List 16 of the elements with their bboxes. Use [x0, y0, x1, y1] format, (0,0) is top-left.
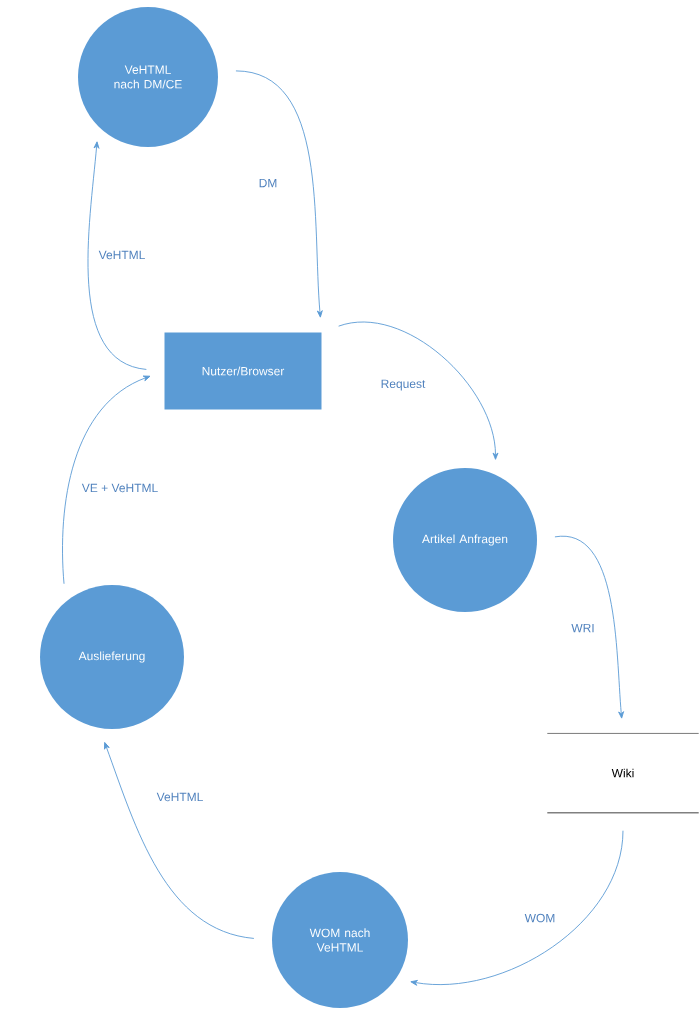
edge-label: VE + VeHTML — [79, 481, 161, 495]
edge-label: WRI — [569, 621, 597, 635]
arrow — [554, 536, 625, 719]
arrow — [104, 741, 255, 939]
data-store: Wiki — [546, 732, 699, 814]
edge-label: DM — [256, 176, 280, 190]
arrow — [62, 375, 151, 585]
arrow — [87, 141, 147, 370]
arrow — [235, 70, 323, 318]
edge-label: VeHTML — [154, 790, 206, 804]
edge-label: Request — [378, 377, 428, 393]
process-box: Nutzer/Browser — [164, 332, 322, 410]
arrow — [338, 321, 499, 460]
arrow — [410, 830, 624, 986]
edge-label: WOM — [522, 911, 558, 925]
edge-label: VeHTML — [96, 248, 148, 262]
